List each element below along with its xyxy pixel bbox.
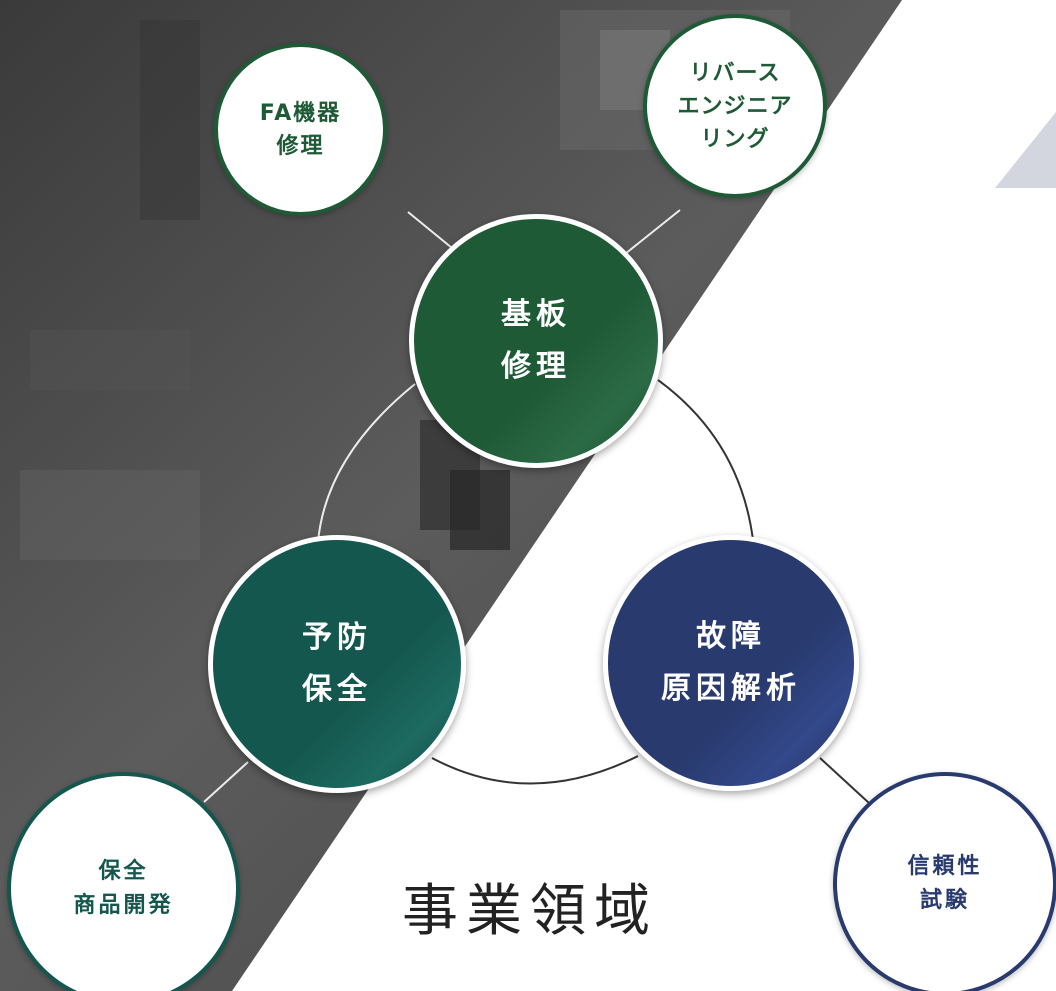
node-failure-analysis-line1: 故障 bbox=[696, 619, 766, 654]
node-preventive-maintenance-line1: 予防 bbox=[302, 620, 372, 655]
node-reverse-engineering-line3: リング bbox=[700, 126, 770, 152]
node-maintenance-product-dev-line2: 商品開発 bbox=[73, 892, 174, 918]
node-fa-equipment-repair: FA機器 修理 bbox=[214, 43, 387, 216]
node-pcb-repair: 基板 修理 bbox=[409, 214, 663, 468]
connector-fa-to-pcb bbox=[407, 211, 453, 249]
node-preventive-maintenance: 予防 保全 bbox=[208, 535, 466, 793]
node-maintenance-product-dev: 保全 商品開発 bbox=[7, 772, 240, 991]
connector-failure-to-reliability bbox=[819, 757, 870, 804]
arc-preventive-to-failure bbox=[431, 755, 639, 785]
node-reliability-test: 信頼性 試験 bbox=[833, 772, 1056, 991]
node-fa-equipment-repair-line1: FA機器 bbox=[259, 100, 342, 126]
arc-pcb-to-failure bbox=[657, 379, 754, 541]
node-failure-analysis: 故障 原因解析 bbox=[603, 535, 859, 791]
connector-preventive-to-product bbox=[203, 761, 249, 803]
node-pcb-repair-line2: 修理 bbox=[501, 349, 571, 384]
node-reliability-test-line1: 信頼性 bbox=[907, 854, 983, 879]
diagram-title: 事業領域 bbox=[402, 879, 658, 944]
node-reverse-engineering-line2: エンジニア bbox=[677, 93, 793, 119]
node-preventive-maintenance-line2: 保全 bbox=[302, 672, 372, 707]
connector-reverse-to-pcb bbox=[624, 209, 681, 255]
node-fa-equipment-repair-line2: 修理 bbox=[276, 133, 325, 159]
node-reverse-engineering: リバース エンジニア リング bbox=[643, 14, 827, 198]
arc-pcb-to-preventive bbox=[317, 383, 416, 543]
node-pcb-repair-line1: 基板 bbox=[501, 297, 571, 332]
node-reliability-test-line2: 試験 bbox=[919, 888, 970, 913]
node-failure-analysis-line2: 原因解析 bbox=[661, 671, 801, 706]
node-maintenance-product-dev-line1: 保全 bbox=[98, 858, 149, 884]
node-reverse-engineering-line1: リバース bbox=[689, 60, 781, 86]
